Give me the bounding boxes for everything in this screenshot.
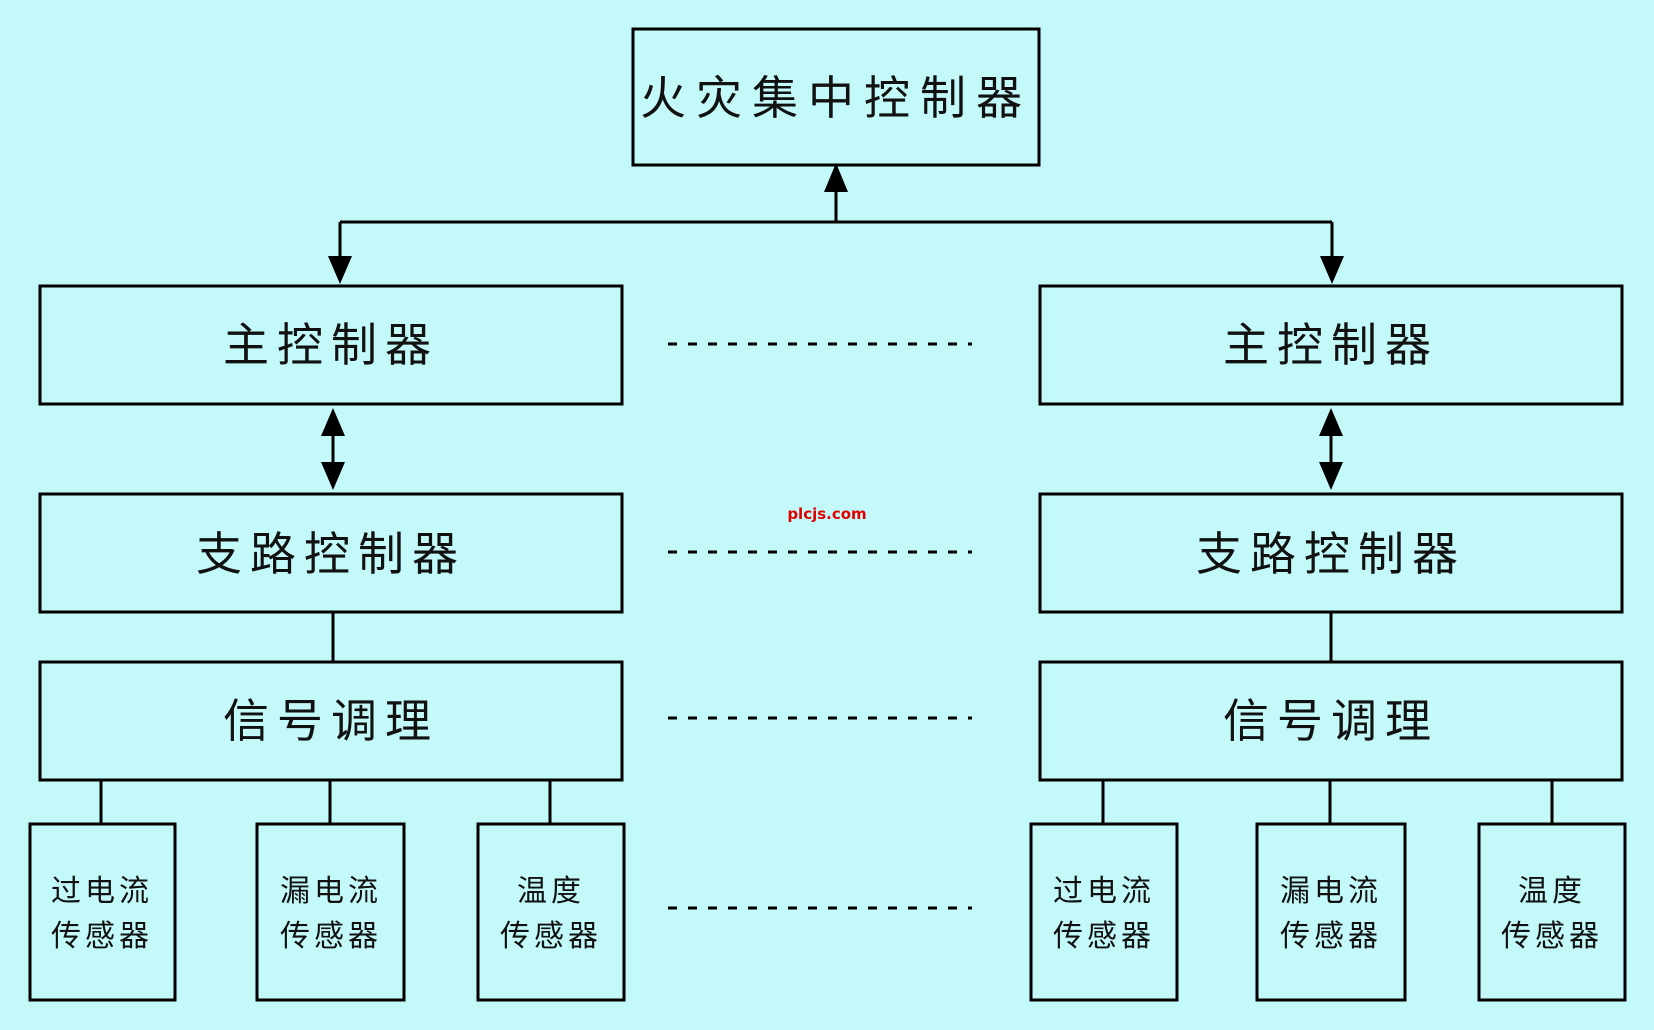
signal-conditioning-label: 信号调理 (1223, 694, 1439, 748)
main-controller-node (38, 284, 624, 406)
main-controller-node (1038, 284, 1624, 406)
left-column: 主控制器 支路控制器 信号调理 过电流 传感器 漏电流 传感器 温度 传感器 (28, 284, 626, 1002)
svg-text:传感器: 传感器 (280, 919, 382, 954)
top-connector (328, 163, 1344, 284)
svg-text:漏电流: 漏电流 (280, 874, 382, 909)
sensor-leakage-current: 漏电流 传感器 (1255, 822, 1407, 1002)
main-controller-label: 主控制器 (1223, 318, 1439, 372)
svg-text:过电流: 过电流 (1053, 874, 1155, 909)
watermark-text: plcjs.com (787, 505, 866, 523)
sensor-overcurrent: 过电流 传感器 (28, 822, 177, 1002)
arrowhead-up-icon (1319, 408, 1343, 436)
branch-controller-label: 支路控制器 (1196, 527, 1466, 581)
svg-text:传感器: 传感器 (1280, 919, 1382, 954)
svg-text:温度: 温度 (517, 874, 585, 909)
sensor-overcurrent: 过电流 传感器 (1029, 822, 1179, 1002)
ellipsis-dashes (668, 342, 972, 910)
sensor-temperature: 温度 传感器 (1477, 822, 1627, 1002)
svg-text:传感器: 传感器 (1053, 919, 1155, 954)
sensor-temperature: 温度 传感器 (476, 822, 626, 1002)
svg-text:温度: 温度 (1518, 874, 1586, 909)
svg-text:漏电流: 漏电流 (1280, 874, 1382, 909)
right-column: 主控制器 支路控制器 信号调理 过电流 传感器 漏电流 传感器 温度 传感器 (1029, 284, 1627, 1002)
branch-controller-label: 支路控制器 (196, 527, 466, 581)
arrowhead-up-icon (824, 163, 848, 192)
main-controller-label: 主控制器 (223, 318, 439, 372)
svg-text:传感器: 传感器 (51, 919, 153, 954)
arrowhead-down-icon (1320, 256, 1344, 284)
sensor-leakage-current: 漏电流 传感器 (255, 822, 406, 1002)
arrowhead-down-icon (1319, 462, 1343, 490)
arrowhead-down-icon (328, 256, 352, 284)
arrowhead-down-icon (321, 462, 345, 490)
branch-controller-node (38, 492, 624, 614)
central-controller-label: 火灾集中控制器 (640, 71, 1032, 125)
svg-text:过电流: 过电流 (51, 874, 153, 909)
arrowhead-up-icon (321, 408, 345, 436)
central-controller-node: 火灾集中控制器 (631, 27, 1041, 167)
signal-conditioning-label: 信号调理 (223, 694, 439, 748)
svg-text:传感器: 传感器 (500, 919, 602, 954)
svg-text:传感器: 传感器 (1501, 919, 1603, 954)
